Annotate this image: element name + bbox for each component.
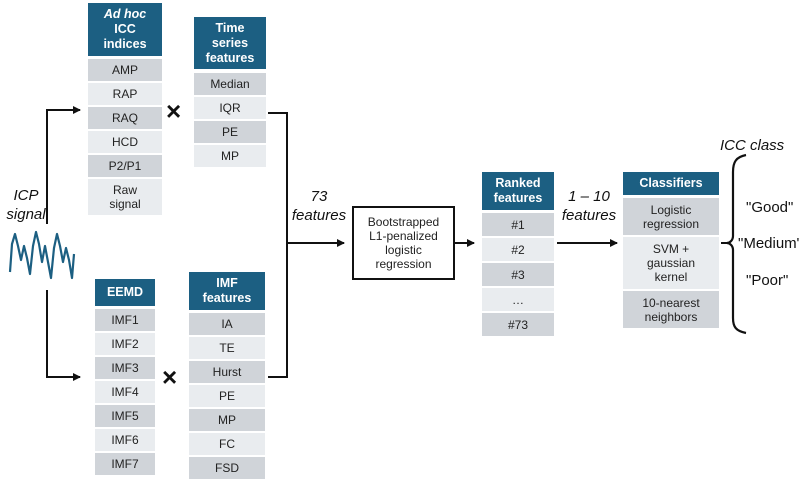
ranked-header: Ranked features [482, 172, 554, 210]
arrow-to-adhoc [46, 106, 81, 224]
eemd-item: IMF1 [95, 309, 155, 331]
ranked-item: … [482, 288, 554, 311]
ranked-item: #2 [482, 238, 554, 261]
imf-item: PE [189, 385, 265, 407]
ts-header: Time series features [194, 17, 266, 69]
classifier-item: SVM + gaussian kernel [623, 237, 719, 289]
adhoc-item: AMP [88, 59, 162, 81]
ts-item: IQR [194, 97, 266, 119]
imf-item: Hurst [189, 361, 265, 383]
eemd-header: EEMD [95, 279, 155, 306]
adhoc-header: Ad hoc ICC indices [88, 3, 162, 56]
ts-list: Median IQR PE MP [194, 73, 266, 167]
icc-class-good: "Good" [746, 199, 794, 216]
eemd-item: IMF6 [95, 429, 155, 451]
adhoc-item: HCD [88, 131, 162, 153]
imf-header: IMF features [189, 272, 265, 310]
adhoc-item: P2/P1 [88, 155, 162, 177]
cross-operator-bottom: × [162, 362, 178, 392]
ts-item: Median [194, 73, 266, 95]
eemd-item: IMF7 [95, 453, 155, 475]
adhoc-title-em: Ad hoc [103, 7, 147, 21]
cross-operator-top: × [166, 96, 182, 126]
adhoc-item: RAP [88, 83, 162, 105]
imf-item: MP [189, 409, 265, 431]
ranked-item: #1 [482, 213, 554, 236]
icc-class-poor: "Poor" [746, 272, 789, 289]
classifiers-header: Classifiers [623, 172, 719, 195]
ranked-list: #1 #2 #3 … #73 [482, 213, 554, 336]
adhoc-item: Raw signal [88, 179, 162, 215]
icp-signal-label: ICP signal [6, 187, 46, 223]
adhoc-item: RAQ [88, 107, 162, 129]
eemd-list: IMF1 IMF2 IMF3 IMF4 IMF5 IMF6 IMF7 [95, 309, 155, 475]
icp-waveform [8, 230, 76, 280]
classifiers-list: Logistic regression SVM + gaussian kerne… [623, 198, 719, 328]
ranked-item: #73 [482, 313, 554, 336]
eemd-item: IMF4 [95, 381, 155, 403]
features-bracket [268, 112, 288, 378]
classifier-item: 10-nearest neighbors [623, 291, 719, 328]
eemd-item: IMF5 [95, 405, 155, 427]
eemd-item: IMF3 [95, 357, 155, 379]
adhoc-title: ICC indices [103, 22, 147, 51]
regression-box: Bootstrapped L1-penalized logistic regre… [352, 206, 455, 280]
icc-class-brace [726, 153, 747, 335]
imf-item: IA [189, 313, 265, 335]
ts-item: MP [194, 145, 266, 167]
arrow-to-eemd [46, 290, 81, 381]
features-count-label: 73 features [291, 188, 347, 224]
imf-list: IA TE Hurst PE MP FC FSD [189, 313, 265, 479]
icc-class-medium: "Medium" [738, 235, 800, 252]
selected-count-label: 1 – 10 features [561, 188, 617, 224]
icc-class-title: ICC class [720, 137, 785, 154]
imf-item: FSD [189, 457, 265, 479]
ts-item: PE [194, 121, 266, 143]
adhoc-list: AMP RAP RAQ HCD P2/P1 Raw signal [88, 59, 162, 215]
imf-item: TE [189, 337, 265, 359]
classifier-item: Logistic regression [623, 198, 719, 235]
ranked-item: #3 [482, 263, 554, 286]
imf-item: FC [189, 433, 265, 455]
eemd-item: IMF2 [95, 333, 155, 355]
